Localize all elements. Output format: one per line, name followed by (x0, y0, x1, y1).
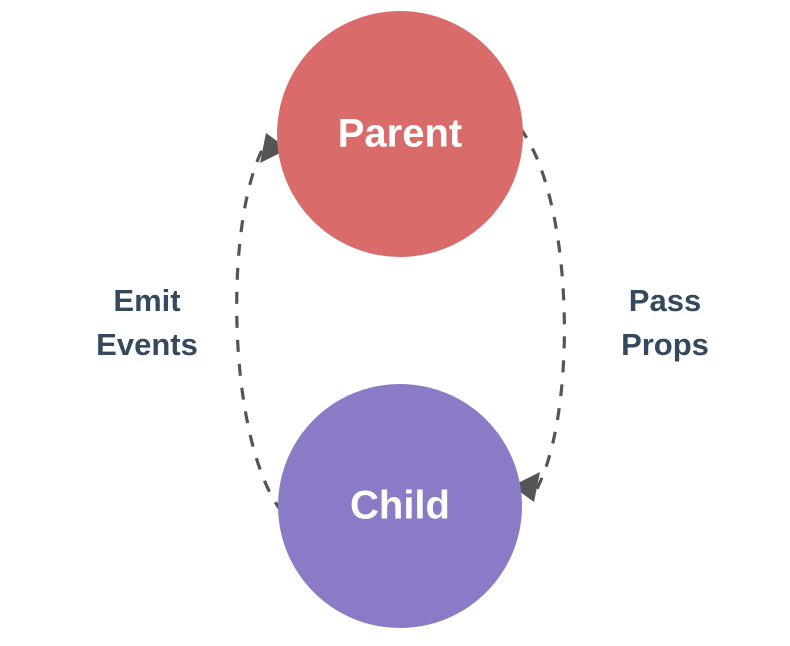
pass-props-arrowhead-icon (512, 472, 540, 502)
emit-events-label: Emit Events (96, 283, 198, 362)
parent-label: Parent (338, 112, 463, 156)
emit-events-curve (235, 140, 284, 513)
parent-circle[interactable] (277, 11, 523, 257)
pass-props-label-line1: Pass (629, 283, 701, 318)
edge-pass-props (512, 127, 566, 502)
pass-props-label-line2: Props (621, 327, 709, 362)
emit-events-label-line1: Emit (113, 283, 180, 318)
pass-props-label: Pass Props (621, 283, 709, 362)
emit-events-arrowhead-icon (260, 133, 288, 163)
edge-emit-events (235, 133, 288, 513)
pass-props-curve (518, 127, 566, 495)
emit-events-label-line2: Events (96, 327, 198, 362)
node-child[interactable]: Child (278, 384, 522, 628)
child-label: Child (350, 484, 450, 528)
child-circle[interactable] (278, 384, 522, 628)
node-parent[interactable]: Parent (277, 11, 523, 257)
